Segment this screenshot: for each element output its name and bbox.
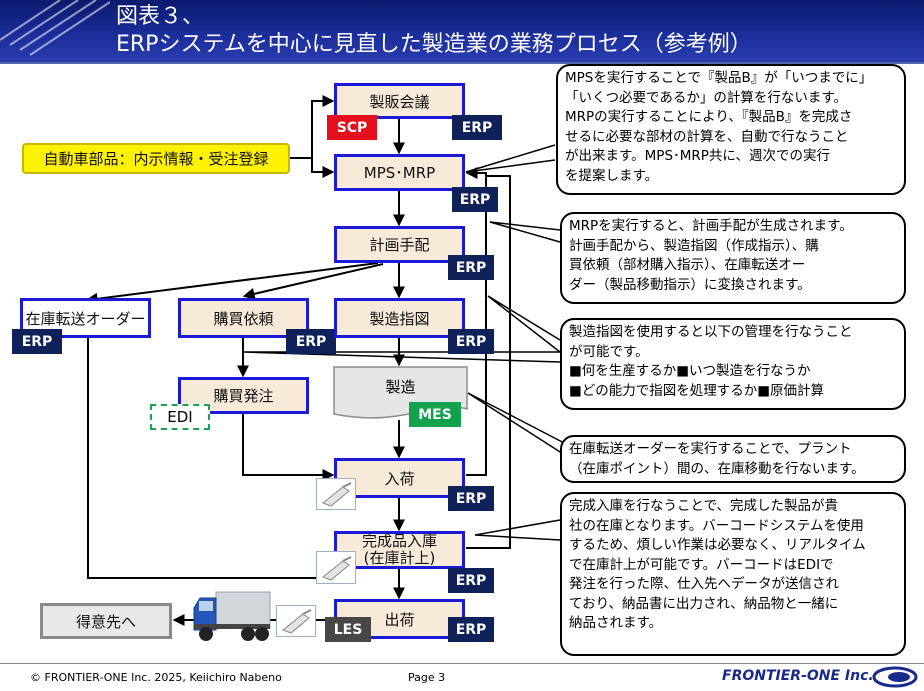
box-keikaku-label: 計画手配 bbox=[369, 236, 430, 254]
title-line-1: 図表３、 bbox=[116, 4, 205, 29]
tag-erp-kobai-irai: ERP bbox=[286, 329, 336, 354]
box-seihan-label: 製販会議 bbox=[369, 92, 430, 111]
arrow-input-to-seihan bbox=[288, 95, 335, 159]
title-banner: 図表３、 ERPシステムを中心に見直した製造業の業務プロセス（参考例） bbox=[0, 0, 924, 62]
callout-seizo-shizu: 製造指図を使用すると以下の管理を行なうこと が可能です。 ■何を生産するか■いつ… bbox=[560, 318, 906, 410]
callout-mps-line: 「いくつ必要であるか」の計算を行ないます。 bbox=[565, 89, 848, 106]
box-tokuisaki: 得意先へ bbox=[40, 603, 172, 639]
footer-logo-swoosh-icon bbox=[872, 666, 918, 688]
tag-les: LES bbox=[325, 617, 371, 642]
callout-seizo-line: 製造指図を使用すると以下の管理を行なうこと bbox=[569, 324, 853, 340]
footer-copyright: © FRONTIER-ONE Inc. 2025, Keiichiro Nabe… bbox=[30, 671, 282, 684]
box-mps-mrp: MPS･MRP bbox=[334, 154, 465, 191]
tag-erp-zaiko: ERP bbox=[12, 329, 62, 354]
callout-mps-line: MPSを実行することで『製品B』が「いつまでに」 bbox=[565, 70, 873, 86]
box-nyuka-label: 入荷 bbox=[384, 469, 415, 488]
footer-page-number: Page 3 bbox=[408, 671, 446, 684]
callout-mps-line: MRPの実行することにより、『製品B』を完成さ bbox=[565, 109, 853, 125]
footer-rule bbox=[0, 663, 924, 664]
box-seizo-shizu: 製造指図 bbox=[334, 298, 465, 338]
callout-mrp-line: ダー（製品移動指示）に変換されます。 bbox=[569, 276, 811, 293]
barcode-scanner-icon-shukka bbox=[276, 605, 316, 637]
tag-mes: MES bbox=[409, 402, 461, 427]
tag-edi: EDI bbox=[150, 404, 210, 430]
box-tokuisaki-label: 得意先へ bbox=[75, 612, 136, 631]
barcode-scanner-icon-kansei bbox=[316, 551, 356, 584]
box-seihan-kaigi: 製販会議 bbox=[334, 83, 465, 119]
box-kobai-irai-label: 購買依頼 bbox=[213, 309, 274, 328]
callout-mrp: MRPを実行すると、計画手配が生成されます。 計画手配から、製造指図（作成指示）… bbox=[560, 212, 906, 304]
tag-erp-nyuka: ERP bbox=[448, 486, 494, 511]
tag-erp-seizo-shizu: ERP bbox=[448, 329, 494, 354]
callout-mrp-line: MRPを実行すると、計画手配が生成されます。 bbox=[569, 218, 853, 234]
arrow-input-to-mps bbox=[311, 158, 335, 178]
callout-mps-line: が出来ます。MPS･MRP共に、週次での実行 bbox=[565, 148, 831, 164]
tag-erp-kansei: ERP bbox=[448, 568, 494, 593]
callout-kansei-line: 納品されます。 bbox=[569, 615, 663, 631]
callout-kansei-line: で在庫計上が可能です。バーコードはEDIで bbox=[569, 556, 834, 573]
callout-mrp-line: 計画手配から、製造指図（作成指示）、購 bbox=[569, 237, 819, 254]
footer-logo-text: FRONTIER-ONE Inc. bbox=[722, 668, 874, 684]
callout-mps: MPSを実行することで『製品B』が「いつまでに」 「いくつ必要であるか」の計算を… bbox=[556, 64, 906, 195]
input-jidosha-label: 自動車部品：内示情報・受注登録 bbox=[43, 150, 269, 168]
tag-erp-keikaku: ERP bbox=[448, 255, 494, 280]
callout-kansei-line: 発注を行った際、仕入先へデータが送信され bbox=[569, 576, 839, 592]
box-seizo-shizu-label: 製造指図 bbox=[369, 309, 430, 328]
arrow-keikaku-to-kobai-irai bbox=[242, 263, 384, 300]
bubble-seizo-pointer bbox=[487, 295, 561, 353]
banner-stripes-decoration bbox=[0, 0, 110, 56]
box-mps-label: MPS･MRP bbox=[363, 164, 436, 182]
header-rule bbox=[0, 62, 924, 64]
callout-kansei-line: 社の在庫となります。バーコードシステムを使用 bbox=[569, 517, 864, 534]
bubble-zaiko-pointer bbox=[467, 392, 569, 458]
callout-zaiko-line: 在庫転送オーダーを実行することで、プラント bbox=[569, 441, 852, 457]
arrow-zaiko-to-kansei bbox=[87, 338, 335, 584]
tag-erp-shukka: ERP bbox=[448, 617, 494, 642]
bubble-mrp-pointer bbox=[489, 221, 561, 243]
arrow-nyuka-feedback-to-mps bbox=[465, 167, 487, 476]
arrow-keikaku-to-zaiko bbox=[85, 262, 379, 305]
callout-zaiko-line: （在庫ポイント）間の、在庫移動を行ないます。 bbox=[569, 460, 865, 477]
tag-erp-mps: ERP bbox=[452, 187, 498, 212]
callout-mps-line: を提案します。 bbox=[565, 167, 659, 184]
arrow-hacchu-to-nyuka bbox=[242, 414, 335, 481]
tag-scp: SCP bbox=[327, 115, 377, 140]
box-kobai-hacchu-label: 購買発注 bbox=[213, 387, 274, 405]
barcode-scanner-icon-nyuka bbox=[316, 478, 356, 510]
callout-kansei-line: ており、納品書に出力され、納品物と一緒に bbox=[569, 595, 839, 612]
callout-seizo-line: ■どの能力で指図を処理するか■原価計算 bbox=[569, 382, 825, 399]
arrow-kansei-feedback-to-mps bbox=[466, 175, 511, 549]
title-line-2: ERPシステムを中心に見直した製造業の業務プロセス（参考例） bbox=[116, 32, 752, 57]
callout-mrp-line: 買依頼（部材購入指示）、在庫転送オー bbox=[569, 257, 806, 273]
callout-seizo-line: ■何を生産するか■いつ製造を行なうか bbox=[569, 363, 811, 379]
bubble-mps-pointer bbox=[465, 144, 556, 173]
callout-kansei-line: 完成入庫を行なうことで、完成した製品が貴 bbox=[569, 498, 839, 514]
callout-mps-line: せるに必要な部材の計算を、自動で行なうこと bbox=[565, 128, 849, 145]
truck-icon bbox=[193, 591, 271, 641]
box-seizo-label: 製造 bbox=[385, 378, 416, 396]
box-shukka-label: 出荷 bbox=[384, 610, 415, 629]
box-keikaku-tehai: 計画手配 bbox=[334, 226, 465, 263]
box-zaiko-label: 在庫転送オーダー bbox=[25, 309, 146, 328]
box-kansei-label-1: 完成品入庫 bbox=[361, 532, 437, 550]
callout-kansei-nyuko: 完成入庫を行なうことで、完成した製品が貴 社の在庫となります。バーコードシステム… bbox=[560, 492, 906, 656]
callout-kansei-line: するため、煩しい作業は必要なく、リアルタイム bbox=[569, 537, 866, 553]
input-jidosha-buhin: 自動車部品：内示情報・受注登録 bbox=[22, 143, 290, 174]
bubble-kansei-pointer bbox=[474, 519, 561, 541]
box-kansei-label-2: (在庫計上) bbox=[363, 549, 436, 567]
callout-zaiko-tenso: 在庫転送オーダーを実行することで、プラント （在庫ポイント）間の、在庫移動を行な… bbox=[560, 435, 906, 483]
tag-erp-seihan: ERP bbox=[452, 115, 502, 140]
callout-seizo-line: が可能です。 bbox=[569, 343, 649, 360]
